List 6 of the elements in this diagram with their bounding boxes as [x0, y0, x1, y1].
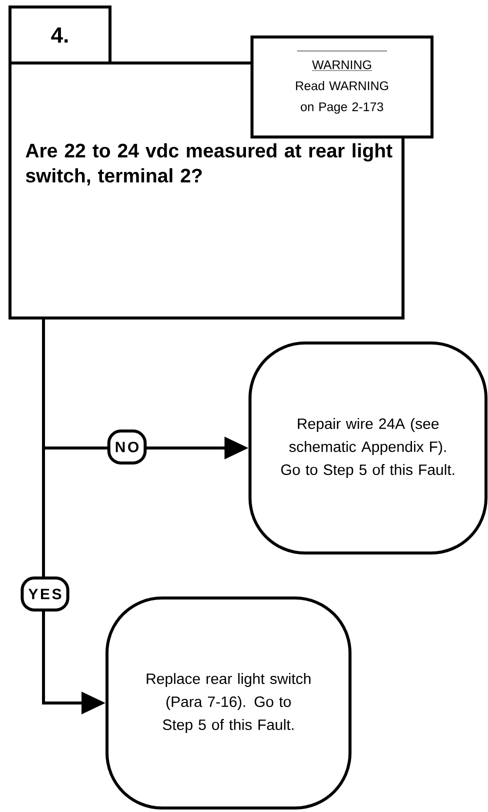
action-terminal: Replace rear light switch (Para 7-16). Go to Step 5 of this Fault.: [106, 596, 352, 810]
action-terminal: Repair wire 24A (see schematic Appendix F). Go to Step 5 of this Fault.: [248, 342, 488, 554]
edge-label: YES: [20, 576, 70, 612]
edge-label: NO: [107, 430, 147, 464]
warning-box: WARNING Read WARNING on Page 2-173: [250, 36, 434, 138]
step-number-box: 4.: [8, 6, 112, 64]
